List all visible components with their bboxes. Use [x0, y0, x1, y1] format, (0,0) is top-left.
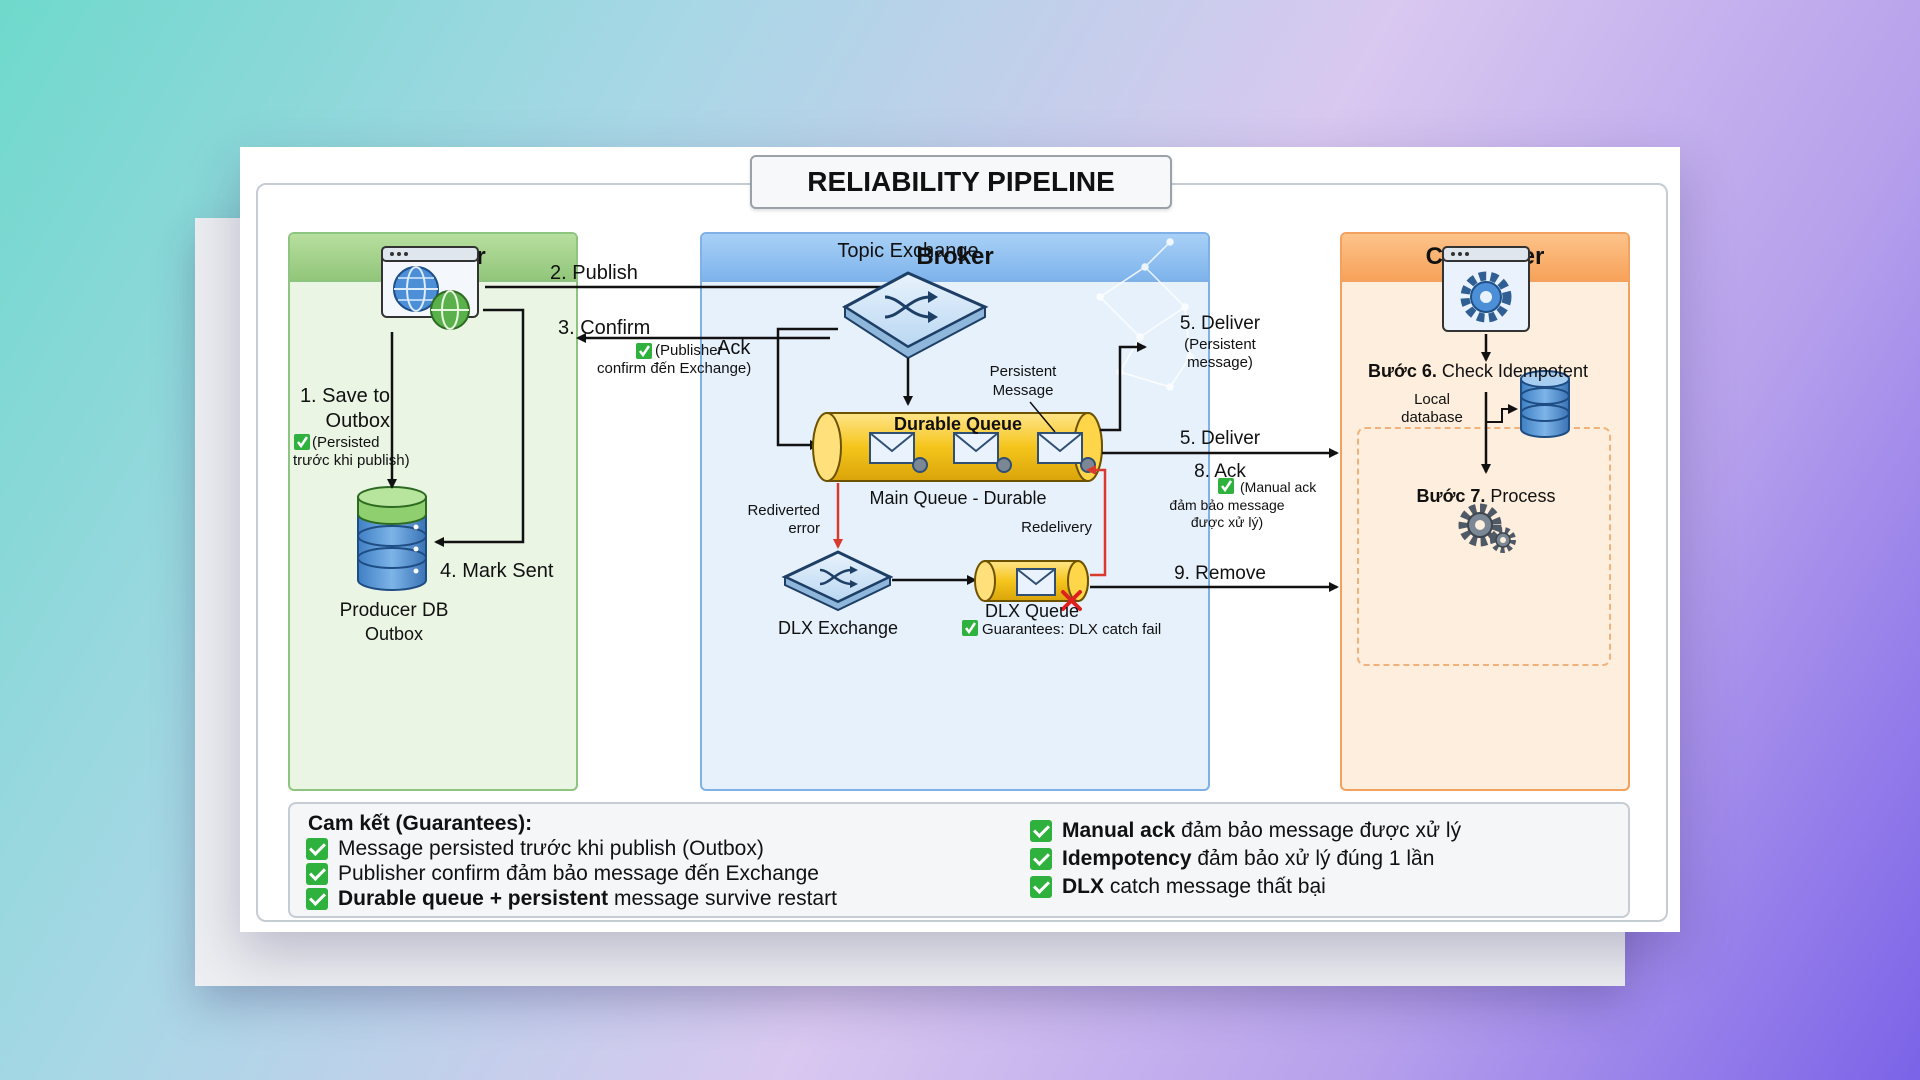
- guarantee-text: catch message thất bại: [1109, 875, 1326, 898]
- persistent-pointer: [1029, 401, 1056, 433]
- process-gears-icon: [1458, 503, 1516, 553]
- guarantee-left-2: Publisher confirm đảm bảo message đến Ex…: [306, 862, 819, 886]
- label-step1-note2: trước khi publish): [293, 452, 410, 469]
- guarantee-right-3: DLX catch message thất bại: [1030, 875, 1326, 899]
- check-icon: [1030, 876, 1052, 898]
- label-step6-text: Check Idempotent: [1442, 361, 1588, 381]
- label-ack8-note1: (Manual ack: [1240, 479, 1317, 495]
- label-step7-bold: Bước 7.: [1417, 486, 1486, 506]
- label-deliver-mid: 5. Deliver: [1180, 428, 1261, 449]
- diagram-card: Producer Broker Consumer RELIABILITY PIP…: [240, 147, 1680, 932]
- guarantee-left-1: Message persisted trước khi publish (Out…: [306, 837, 764, 861]
- guarantees-heading: Cam kết (Guarantees):: [308, 812, 533, 835]
- label-step7-text: Process: [1490, 486, 1555, 506]
- check-icon: [306, 838, 328, 860]
- guarantee-text: message survive restart: [614, 887, 837, 910]
- arrow-mark-sent: [434, 308, 525, 547]
- guarantee-right-2: Idempotency đảm bảo xử lý đúng 1 lần: [1030, 847, 1434, 871]
- label-persistent-1: Persistent: [990, 363, 1058, 380]
- label-redelivery: Redelivery: [1021, 519, 1092, 536]
- label-deliver-top: 5. Deliver: [1180, 313, 1261, 334]
- arrow-redelivery: [1086, 465, 1107, 577]
- label-step3: 3. Confirm: [558, 317, 650, 339]
- check-icon-confirm: [636, 343, 652, 359]
- check-icon-outbox: [294, 434, 310, 450]
- arrow-deliver-top: [1100, 342, 1147, 432]
- label-step6-bold: Bước 6.: [1368, 361, 1437, 381]
- consumer-app-icon: [1442, 246, 1530, 332]
- label-redirected-1: Rediverted: [747, 502, 820, 519]
- label-producer-db-sub: Outbox: [365, 624, 423, 644]
- label-step1-note1: (Persisted: [312, 434, 380, 451]
- label-deliver-top-note1: (Persistent: [1184, 336, 1257, 353]
- network-decoration: [1096, 238, 1194, 391]
- producer-database-icon: [357, 486, 427, 591]
- guarantee-text: đảm bảo message được xử lý: [1181, 819, 1462, 842]
- guarantee-right-1: Manual ack đảm bảo message được xử lý: [1030, 819, 1461, 843]
- guarantee-left-3: Durable queue + persistent message survi…: [306, 887, 837, 911]
- guarantee-bold: Durable queue + persistent: [338, 887, 609, 910]
- label-step1-line1: 1. Save to: [300, 385, 390, 407]
- producer-app-icon: [381, 246, 479, 330]
- diagram-title: RELIABILITY PIPELINE: [750, 155, 1172, 209]
- guarantees-box: Cam kết (Guarantees): Message persisted …: [288, 802, 1630, 918]
- label-step7: Bước 7. Process: [1417, 486, 1556, 506]
- label-dlx-queue: DLX Queue: [985, 601, 1079, 621]
- topic-exchange-icon: [842, 271, 989, 360]
- guarantee-bold: DLX: [1062, 875, 1104, 898]
- check-icon-ack: [1218, 478, 1234, 494]
- label-ack8: 8. Ack: [1194, 461, 1246, 482]
- label-dlx-exchange: DLX Exchange: [778, 618, 898, 638]
- label-step1-line2: Outbox: [326, 410, 390, 432]
- label-producer-db: Producer DB: [340, 600, 449, 621]
- label-step4: 4. Mark Sent: [440, 560, 554, 582]
- guarantee-text: Message persisted trước khi publish (Out…: [338, 837, 764, 860]
- label-durable-queue: Durable Queue: [894, 414, 1022, 434]
- check-icon: [306, 888, 328, 910]
- label-remove: 9. Remove: [1174, 563, 1266, 584]
- label-local-db-2: database: [1401, 409, 1463, 426]
- label-step6: Bước 6. Check Idempotent: [1368, 361, 1588, 381]
- arrow-local-db: [1486, 404, 1518, 423]
- label-ack8-note2: đảm bảo message: [1169, 497, 1284, 513]
- broker-header: Broker: [702, 234, 1208, 282]
- queue-message-icons: [869, 432, 1096, 473]
- label-step3-note2: confirm đến Exchange): [597, 360, 751, 377]
- dlx-exchange-icon: [781, 550, 894, 612]
- arrow-ack: [776, 327, 838, 450]
- idempotency-box: [1357, 427, 1611, 666]
- label-persistent-2: Message: [993, 382, 1054, 399]
- label-main-queue: Main Queue - Durable: [869, 488, 1046, 508]
- fail-x-mark: [1061, 590, 1082, 611]
- dlx-queue-cylinder: [974, 560, 1089, 602]
- label-topic-exchange: Topic Exchange: [837, 240, 978, 262]
- guarantee-bold: Manual ack: [1062, 819, 1176, 842]
- check-icon: [1030, 848, 1052, 870]
- guarantee-text: Publisher confirm đảm bảo message đến Ex…: [338, 862, 819, 885]
- label-ack: Ack: [717, 337, 751, 359]
- label-deliver-top-note2: message): [1187, 354, 1253, 371]
- guarantee-text: đảm bảo xử lý đúng 1 lần: [1197, 847, 1435, 870]
- label-step2: 2. Publish: [550, 262, 638, 284]
- guarantee-bold: Idempotency: [1062, 847, 1192, 870]
- label-redirected-2: error: [788, 520, 820, 537]
- label-dlx-guarantee: Guarantees: DLX catch fail: [982, 621, 1161, 638]
- label-ack8-note3: được xử lý): [1191, 514, 1263, 530]
- label-local-db-1: Local: [1414, 391, 1450, 408]
- check-icon-dlx: [962, 620, 978, 636]
- label-step3-note1: (Publisher: [655, 342, 723, 359]
- check-icon: [1030, 820, 1052, 842]
- local-database-icon: [1520, 370, 1570, 438]
- check-icon: [306, 863, 328, 885]
- diagram-canvas: 1. Save to Outbox (Persisted trước khi p…: [293, 238, 1588, 644]
